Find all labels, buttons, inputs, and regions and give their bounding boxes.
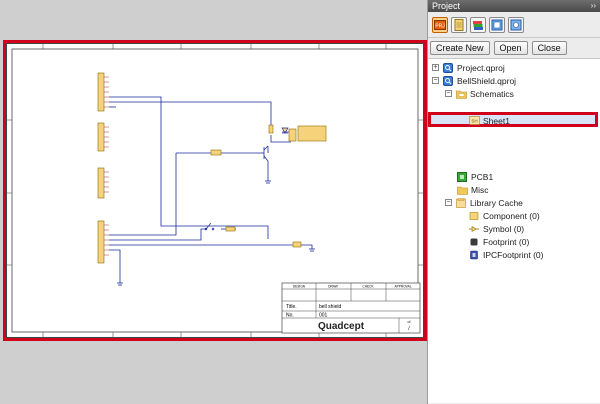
resistor-r3[interactable] — [292, 241, 302, 248]
tb-header-check: CHECK — [362, 285, 374, 289]
connector-j4[interactable] — [97, 220, 109, 264]
tb-title-value: bell shield — [319, 304, 341, 310]
layers-icon[interactable] — [470, 16, 486, 33]
close-button[interactable]: Close — [531, 41, 567, 55]
tree-label: Sheet1 — [483, 115, 510, 126]
tree-node-component[interactable]: Component (0) — [469, 209, 540, 222]
tree-label: IPCFootprint (0) — [483, 249, 544, 260]
panel-title: Project — [432, 1, 461, 11]
transistor-q1[interactable] — [261, 145, 269, 162]
tree-label: Footprint (0) — [483, 236, 530, 247]
selection-highlight — [431, 115, 595, 125]
connector-j1[interactable] — [97, 72, 109, 112]
settings-icon[interactable] — [508, 16, 524, 33]
symbol-icon — [469, 224, 479, 234]
wire-nets — [109, 96, 313, 283]
connector-j2[interactable] — [97, 122, 109, 152]
panel-header: Project ›› — [428, 0, 600, 12]
schematic-sheet[interactable]: DESIGN DRAW CHECK APPROVAL Title. bell s… — [6, 43, 424, 338]
tree-label: PCB1 — [471, 171, 494, 182]
open-button[interactable]: Open — [493, 41, 528, 55]
collapse-panel-icon[interactable]: ›› — [590, 1, 596, 10]
component-icon — [469, 211, 479, 221]
tb-header-draw: DRAW — [328, 285, 338, 289]
tree-label: BellShield.qproj — [457, 75, 517, 86]
selection-frame — [428, 112, 598, 127]
tb-brand: Quadcept — [318, 321, 365, 332]
tb-sheet-of-value: / — [408, 326, 410, 332]
create-new-button[interactable]: Create New — [430, 41, 490, 55]
project-tree: + Project.qproj − BellShield.qproj − Sch… — [428, 59, 600, 403]
tree-label: Project.qproj — [457, 62, 505, 73]
tree-node-pcb1[interactable]: PCB1 — [457, 170, 493, 183]
tree-node-library-cache[interactable]: − Library Cache — [445, 196, 523, 209]
tb-no-value: 001 — [319, 313, 328, 319]
footprint-icon — [469, 237, 479, 247]
project-file-icon — [443, 75, 453, 86]
tree-node-bellshield-qproj[interactable]: − BellShield.qproj — [432, 74, 516, 87]
tree-label: Symbol (0) — [483, 223, 525, 234]
collapse-icon[interactable]: − — [432, 77, 439, 84]
tb-sheet-of-label: of — [408, 320, 411, 324]
bell-component[interactable] — [282, 125, 327, 142]
project-icon[interactable]: PRJ — [432, 16, 448, 33]
tree-label: Library Cache — [470, 197, 523, 208]
tree-label: Component (0) — [483, 210, 540, 221]
panel-toolbar: PRJ — [428, 12, 600, 38]
connector-j3[interactable] — [97, 167, 109, 199]
library-icon[interactable] — [489, 16, 505, 33]
diode-d1[interactable] — [281, 127, 289, 134]
pcb-icon — [457, 171, 467, 182]
library-cache-icon — [456, 197, 466, 208]
sheet-inner-border — [11, 48, 419, 333]
tb-header-design: DESIGN — [293, 285, 306, 289]
resistor-r1[interactable] — [210, 149, 222, 156]
folder-icon — [457, 185, 468, 195]
project-panel: Project ›› PRJ Create New Open Close — [427, 0, 600, 404]
tree-node-footprint[interactable]: Footprint (0) — [469, 235, 529, 248]
collapse-icon[interactable]: − — [445, 199, 452, 206]
collapse-icon[interactable]: − — [445, 90, 452, 97]
tree-label: Schematics — [470, 88, 514, 99]
sheet-icon: SH — [469, 115, 480, 126]
project-button-row: Create New Open Close — [428, 38, 600, 59]
schematic-highlight-frame: DESIGN DRAW CHECK APPROVAL Title. bell s… — [3, 40, 427, 341]
tree-node-misc[interactable]: Misc — [457, 183, 488, 196]
tree-node-ipcfootprint[interactable]: IPCFootprint (0) — [469, 248, 543, 261]
tb-title-label: Title. — [286, 304, 297, 310]
tb-no-label: No. — [286, 313, 294, 319]
project-file-icon — [443, 62, 453, 73]
tree-node-schematics[interactable]: − Schematics — [445, 87, 514, 100]
document-icon[interactable] — [451, 16, 467, 33]
tree-node-sheet1[interactable]: SH Sheet1 — [469, 114, 510, 127]
tree-node-symbol[interactable]: Symbol (0) — [469, 222, 524, 235]
ground-symbols — [117, 180, 315, 286]
title-block: DESIGN DRAW CHECK APPROVAL Title. bell s… — [281, 282, 421, 334]
switch-sw1[interactable] — [204, 222, 236, 232]
folder-icon — [456, 89, 467, 99]
tree-node-project-qproj[interactable]: + Project.qproj — [432, 61, 505, 74]
zone-ticks — [6, 43, 424, 338]
expand-icon[interactable]: + — [432, 64, 439, 71]
schematic-canvas-area[interactable]: DESIGN DRAW CHECK APPROVAL Title. bell s… — [0, 0, 427, 404]
svg-text:PRJ: PRJ — [435, 23, 445, 29]
resistor-r2[interactable] — [268, 124, 274, 134]
tree-label: Misc — [471, 184, 489, 195]
ipc-footprint-icon — [469, 250, 479, 260]
tb-header-approval: APPROVAL — [395, 285, 412, 289]
svg-text:SH: SH — [471, 118, 477, 123]
